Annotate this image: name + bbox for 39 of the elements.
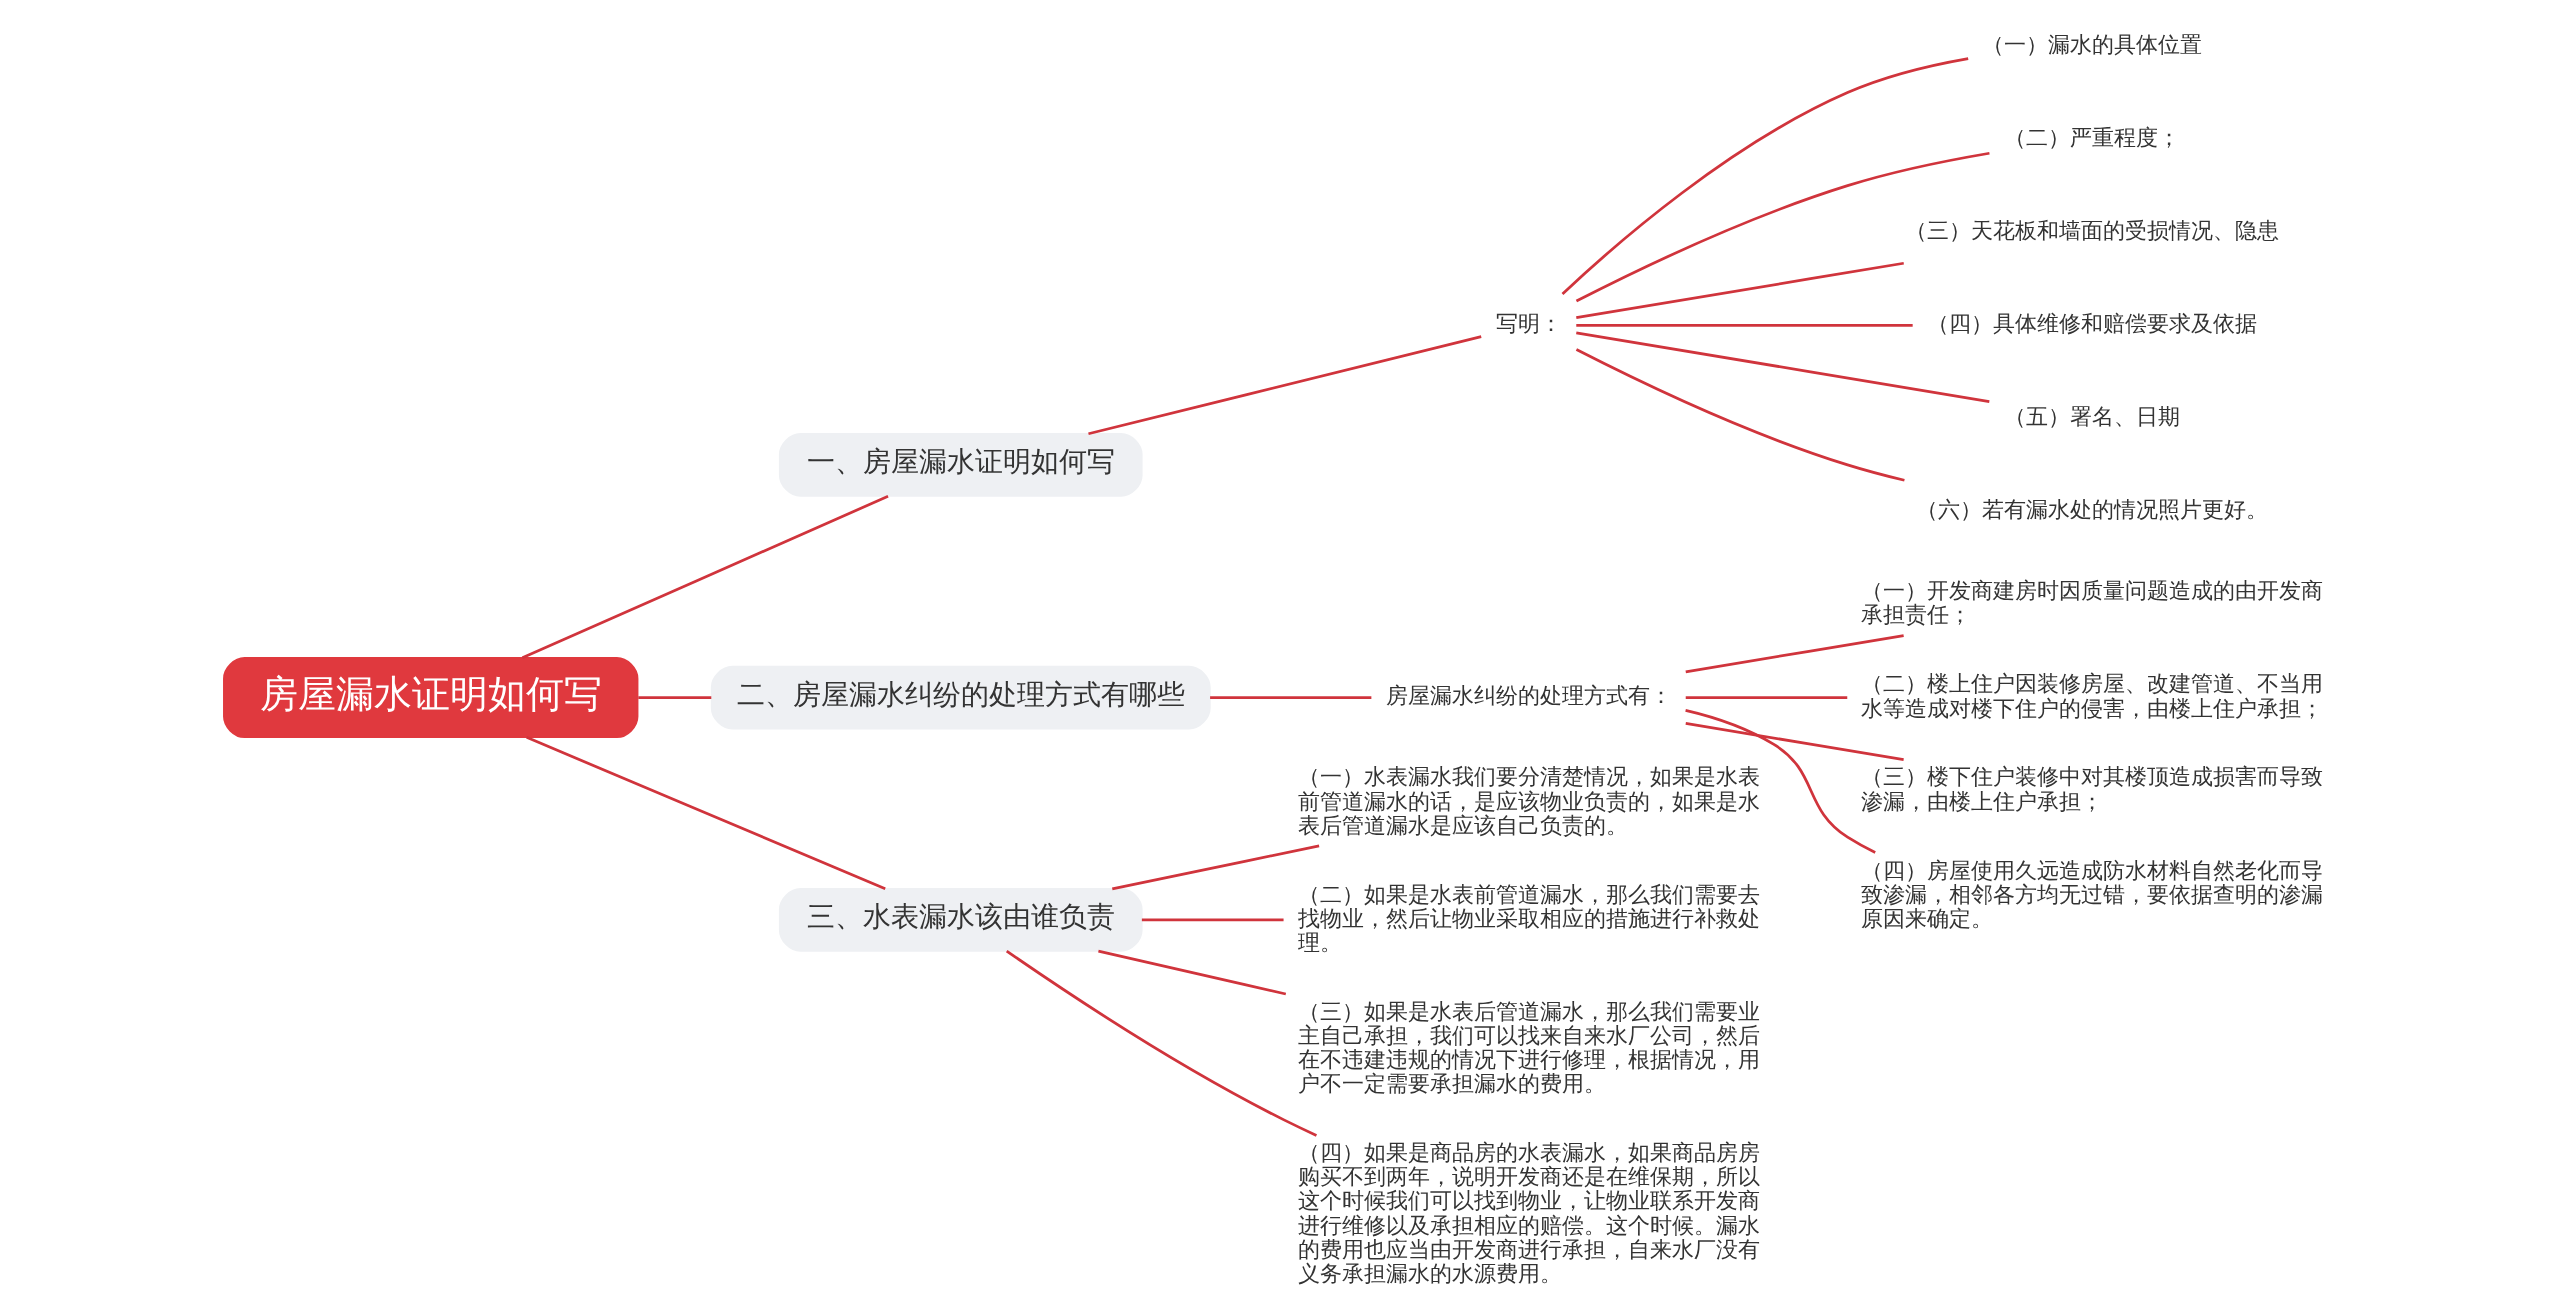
connector [1685, 634, 1904, 674]
node-box: 一、房屋漏水证明如何写 [778, 433, 1143, 497]
connector [1141, 918, 1284, 922]
node-text: 房屋漏水纠纷的处理方式有： [1385, 682, 1672, 709]
connector [1575, 261, 1904, 320]
node-text: （一）漏水的具体位置 [1981, 30, 2202, 57]
connector [1575, 323, 1913, 327]
node-text: （六）若有漏水处的情况照片更好。 [1915, 496, 2268, 523]
node-text: （四）具体维修和赔偿要求及依据 [1926, 310, 2257, 337]
node-box: 二、房屋漏水纠纷的处理方式有哪些 [710, 665, 1211, 730]
connector [1561, 57, 1968, 295]
node-box: 房屋漏水证明如何写 [222, 657, 638, 739]
node-text: （二）楼上住户因装修房屋、改建管道、不当用水等造成对楼下住户的侵害，由楼上住户承担； [1860, 670, 2323, 721]
node-text: （三）楼下住户装修中对其楼顶造成损害而导致渗漏，由楼上住户承担； [1860, 763, 2323, 814]
connector [1209, 696, 1371, 699]
node-text: （一）水表漏水我们要分清楚情况，如果是水表前管道漏水的话，是应该物业负责的，如果是水表后管道漏水是应该自己负责的。 [1297, 763, 1760, 838]
connector [1005, 950, 1317, 1137]
connector [637, 696, 711, 699]
node-text: （三）如果是水表后管道漏水，那么我们需要业主自己承担，我们可以找来自来水厂公司，然后在不违建违规的情况下进行修理，根据情况，用户不一定需要承担漏水的费用。 [1297, 997, 1760, 1097]
node-text: （一）开发商建房时因质量问题造成的由开发商承担责任； [1860, 577, 2323, 628]
connector [1685, 722, 1904, 761]
connector [1685, 696, 1847, 699]
node-text: （四）房屋使用久远造成防水材料自然老化而导致渗漏，相邻各方均无过错，要依据查明的渗漏原因来确定。 [1860, 856, 2323, 931]
node-text: （二）严重程度； [2003, 123, 2180, 150]
node-text: （五）署名、日期 [2003, 403, 2180, 430]
node-box: 三、水表漏水该由谁负责 [778, 888, 1143, 952]
connector [1087, 335, 1482, 436]
node-text: 写明： [1495, 310, 1562, 337]
connector [1097, 949, 1286, 996]
connector [1111, 844, 1319, 891]
connector [1575, 151, 1990, 303]
connector [1575, 348, 1905, 482]
node-text: （四）如果是商品房的水表漏水，如果商品房房购买不到两年，说明开发商还是在维保期，所以这个时候我们可以找到物业，让物业联系开发商进行维修以及承担相应的赔偿。这个时候。漏水的费用也应当由开发商进行承担，自来水厂没有义务承担漏水的水源费用。 [1297, 1139, 1760, 1286]
node-text: （二）如果是水表前管道漏水，那么我们需要去找物业，然后让物业采取相应的措施进行补救处理。 [1297, 880, 1760, 955]
connector [525, 736, 886, 891]
node-text: （三）天花板和墙面的受损情况、隐患 [1904, 217, 2279, 244]
connector [1575, 331, 1990, 403]
connector [521, 495, 889, 660]
connector [1684, 709, 1876, 854]
